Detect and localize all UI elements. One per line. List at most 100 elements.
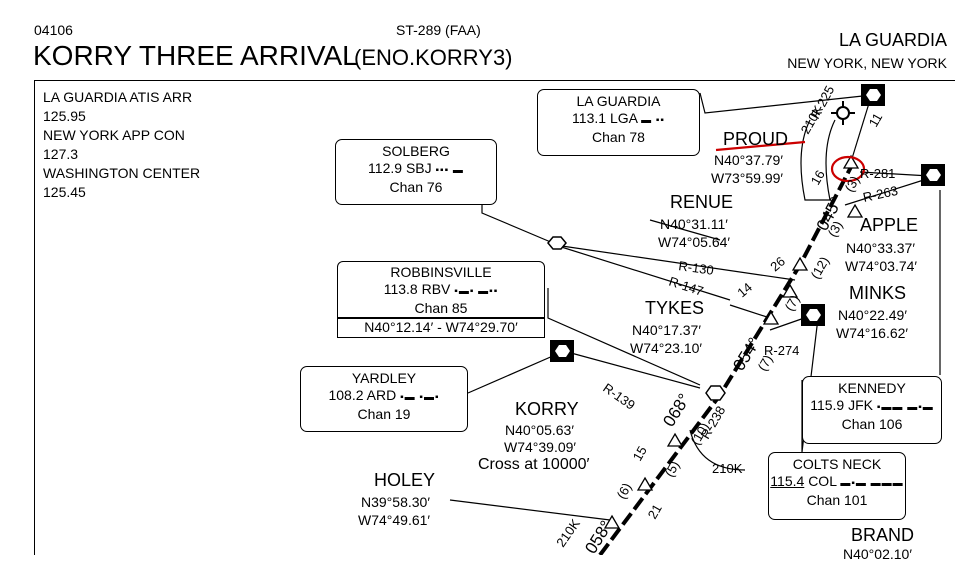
freq-center-name: WASHINGTON CENTER: [43, 165, 201, 181]
coltsneck-freq: 115.4: [770, 473, 805, 489]
minks-fix-triangle: [781, 283, 799, 298]
airport-name: LA GUARDIA: [838, 30, 947, 50]
tykes-fix-triangle: [762, 310, 780, 325]
label-d7-a: (7): [782, 292, 803, 313]
radial-r147: [554, 244, 731, 301]
apple-lon: W74°03.74′: [845, 258, 918, 274]
label-d12: (12): [808, 254, 833, 282]
yardley-name: YARDLEY: [351, 370, 417, 386]
yardley-navaid-box: YARDLEY 108.2 ARD ▪▬ ▪▬▪ Chan 19: [300, 366, 468, 432]
dme-arc-korry: [689, 429, 746, 471]
dme-arc-proud: [800, 119, 836, 201]
main-route-track: [598, 164, 854, 555]
morse-icon: ▬ ▪▪: [641, 115, 665, 126]
freq-app-value: 127.3: [43, 146, 79, 162]
tykes-lat: N40°17.37′: [632, 322, 701, 338]
korry-name: KORRY: [515, 399, 579, 419]
tykes-leader: [729, 304, 771, 319]
label-r263: R-263: [862, 183, 900, 205]
minks-name: MINKS: [849, 283, 907, 303]
label-d15: 15: [630, 443, 650, 463]
solberg-callout-line: [481, 205, 554, 244]
morse-icon: ▪▬▬ ▬▪▬: [876, 402, 934, 413]
brand-lat: N40°02.10′: [843, 546, 912, 562]
renue-fix-triangle: [791, 256, 809, 271]
solberg-freq: 112.9: [368, 160, 403, 176]
robbinsville-chan: Chan 85: [414, 300, 468, 316]
chart-number: 04106: [34, 22, 73, 38]
laguardia-navaid-box: LA GUARDIA 113.1 LGA ▬ ▪▪ Chan 78: [537, 89, 700, 156]
proud-circle-annotation: [830, 155, 866, 183]
fix-triangle-mid: [636, 476, 654, 491]
label-d14: 14: [734, 280, 755, 301]
tykes-lon: W74°23.10′: [630, 340, 703, 356]
label-d5: (5): [662, 458, 683, 479]
yardley-callout-line: [467, 351, 563, 394]
morse-icon: ▪▪▪ ▬: [435, 165, 464, 176]
freq-atis-name: LA GUARDIA ATIS ARR: [43, 89, 193, 105]
laguardia-chan: Chan 78: [592, 129, 645, 145]
robbinsville-freq: 113.8: [383, 281, 418, 297]
label-210k-mid: 210K: [712, 461, 743, 476]
robbinsville-navaid-box: ROBBINSVILLE 113.8 RBV ▪▬▪ ▬▪▪ Chan 85: [337, 261, 545, 318]
korry-lat: N40°05.63′: [505, 422, 574, 438]
kennedy-freq: 115.9: [810, 397, 845, 413]
airport-city: NEW YORK, NEW YORK: [787, 55, 947, 71]
solberg-vor-icon: [547, 236, 567, 250]
label-r130: R-130: [678, 258, 715, 278]
chart-frame: [34, 80, 955, 555]
apple-lat: N40°33.37′: [846, 240, 915, 256]
radial-r130: [554, 244, 796, 281]
radial-holey: [449, 499, 611, 521]
holey-fix-triangle: [603, 514, 621, 529]
coltsneck-chan: Chan 101: [806, 492, 868, 508]
label-r147: R-147: [667, 274, 705, 299]
label-d26: 26: [767, 254, 788, 275]
laguardia-name: LA GUARDIA: [576, 93, 661, 109]
robbinsville-name: ROBBINSVILLE: [390, 264, 492, 280]
proud-lat: N40°37.79′: [714, 152, 783, 168]
radial-r225: [849, 99, 871, 166]
label-d21: 21: [645, 501, 665, 521]
apple-name: APPLE: [860, 215, 919, 235]
renue-name: RENUE: [670, 192, 734, 212]
coltsneck-name: COLTS NECK: [792, 456, 882, 472]
freq-app-name: NEW YORK APP CON: [43, 127, 185, 143]
holey-lat: N39°58.30′: [361, 494, 430, 510]
robbinsville-callout-line: [547, 288, 701, 386]
procedure-title: KORRY THREE ARRIVAL: [33, 40, 358, 71]
tykes-name: TYKES: [645, 298, 705, 318]
coltsneck-id: COL: [808, 473, 837, 489]
morse-icon: ▬▪▬ ▬▬▬: [840, 478, 904, 489]
frequency-list: LA GUARDIA ATIS ARR 125.95 NEW YORK APP …: [43, 88, 200, 202]
yardley-chan: Chan 19: [357, 406, 411, 422]
yardley-id: ARD: [366, 387, 397, 403]
kennedy-id: JFK: [848, 397, 873, 413]
label-d3-a: (3): [842, 173, 863, 194]
solberg-chan: Chan 76: [389, 179, 443, 195]
chart-source: ST-289 (FAA): [396, 22, 481, 38]
robbinsville-id: RBV: [421, 281, 451, 297]
proud-name: PROUD: [723, 129, 789, 149]
vortac-symbols: [550, 84, 945, 362]
label-d11: 11: [866, 110, 886, 129]
proud-fix-triangle: [842, 154, 860, 169]
holey-name: HOLEY: [374, 470, 436, 490]
solberg-navaid-box: SOLBERG 112.9 SBJ ▪▪▪ ▬ Chan 76: [335, 139, 497, 205]
label-r139: R-139: [600, 380, 638, 413]
renue-lon: W74°05.64′: [658, 234, 731, 250]
freq-atis-value: 125.95: [43, 108, 86, 124]
label-d7-b: (7): [755, 352, 776, 373]
laguardia-id: LGA: [609, 110, 638, 126]
course-068: 068°: [659, 390, 694, 430]
label-d16: 16: [808, 167, 828, 187]
proud-lon: W73°59.99′: [711, 170, 784, 186]
holey-lon: W74°49.61′: [358, 512, 431, 528]
morse-icon: ▪▬ ▪▬▪: [400, 392, 440, 403]
kennedy-navaid-box: KENNEDY 115.9 JFK ▪▬▬ ▬▪▬ Chan 106: [802, 376, 942, 444]
radial-r139: [559, 349, 701, 389]
label-210k-low: 210K: [553, 516, 583, 550]
solberg-name: SOLBERG: [382, 143, 450, 159]
proud-underline-annotation: [715, 140, 806, 152]
